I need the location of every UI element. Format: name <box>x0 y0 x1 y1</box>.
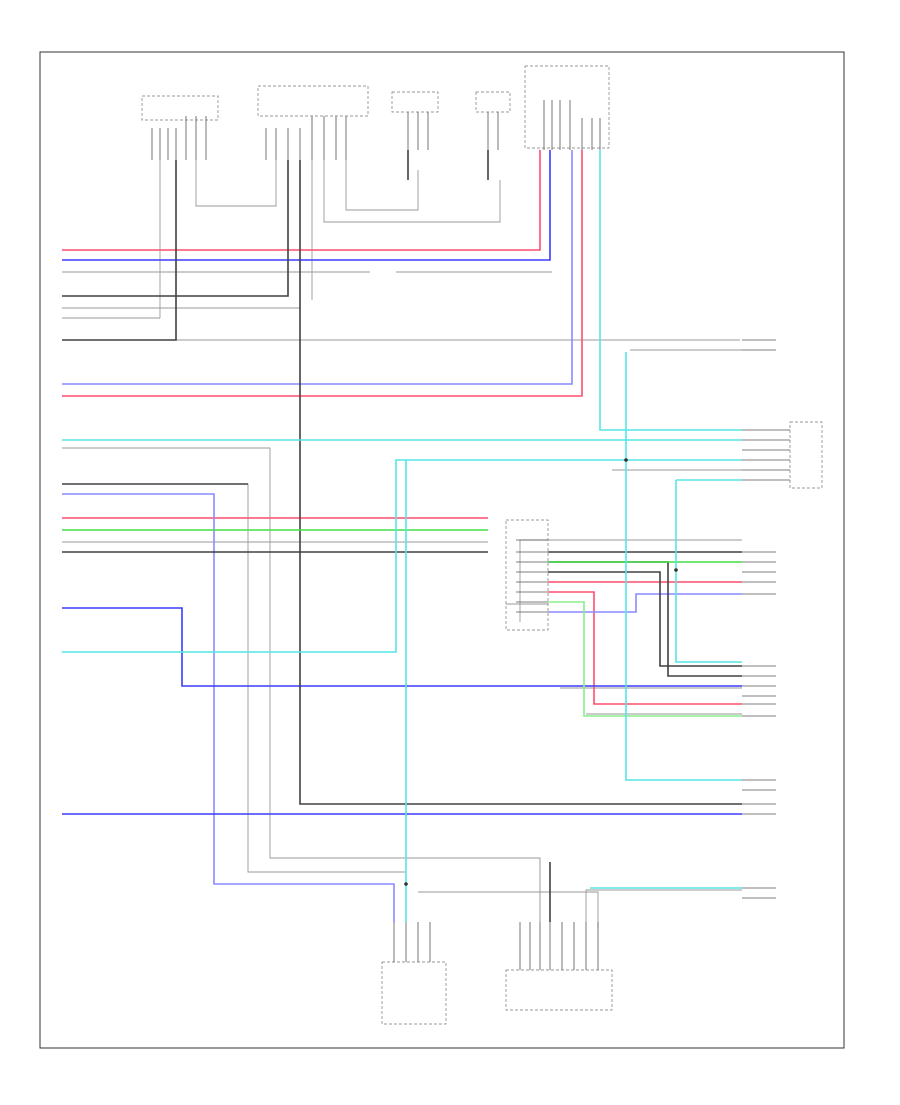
cyan-wires <box>62 150 742 922</box>
right-terminals <box>742 339 790 899</box>
connector-box-right <box>789 421 823 489</box>
dark-wires <box>62 150 742 922</box>
gray-wires <box>62 160 742 928</box>
red-wires <box>62 150 742 705</box>
blue-wires <box>62 150 742 922</box>
diagram-frame <box>39 51 845 1049</box>
top-connectors <box>141 65 610 160</box>
green-wires <box>62 529 742 717</box>
center-connector <box>505 519 549 631</box>
bottom-connectors <box>381 922 613 1025</box>
junction-dots <box>404 458 678 886</box>
